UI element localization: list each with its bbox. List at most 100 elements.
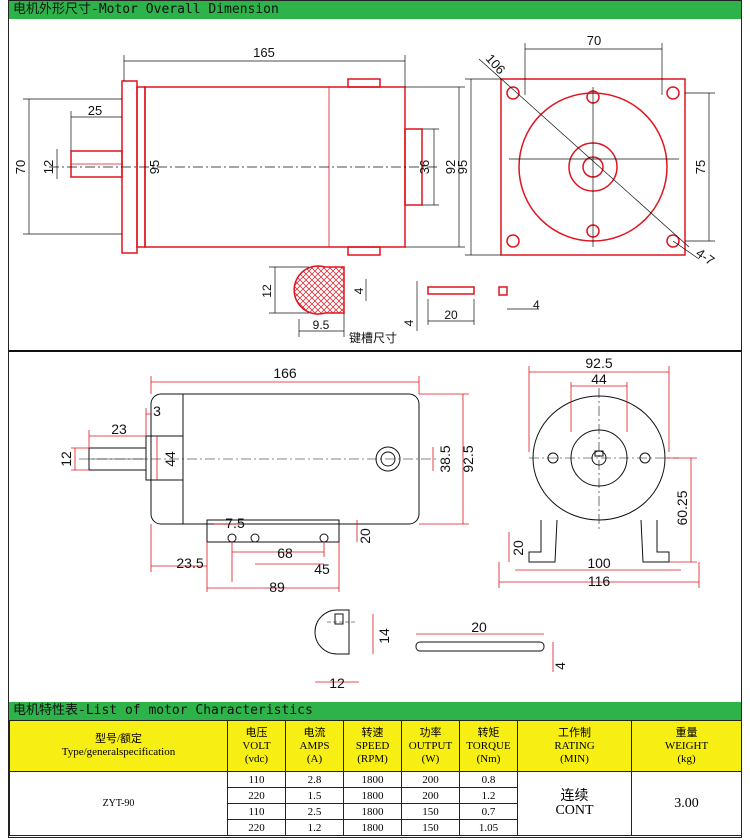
keyway-section-red bbox=[293, 265, 508, 315]
weight-cell: 3.00 bbox=[631, 771, 742, 836]
dim-keyway-4: 4 bbox=[352, 287, 366, 294]
keyway-labels: 12 4 9.5 4 20 4 键槽尺寸 bbox=[260, 284, 540, 345]
dim-3: 3 bbox=[153, 403, 161, 419]
dim-front-dia-92-5: 92.5 bbox=[585, 355, 612, 371]
dim-106: 106 bbox=[483, 51, 509, 77]
dim-key-w-4: 4 bbox=[552, 662, 568, 670]
cell-amps: 2.8 bbox=[285, 771, 344, 788]
dim-keyway-12: 12 bbox=[260, 284, 274, 298]
motor-side-view-black bbox=[79, 393, 439, 543]
front-dim-lines bbox=[465, 43, 715, 260]
table-row: 220 1.5 1800 200 1.2 bbox=[10, 787, 742, 804]
dim-key-4: 4 bbox=[533, 298, 540, 312]
cell-torque: 0.8 bbox=[459, 771, 518, 788]
table-row: 220 1.2 1800 150 1.05 bbox=[10, 819, 742, 836]
dim-36: 36 bbox=[417, 160, 432, 174]
dim-dia-44: 44 bbox=[162, 451, 178, 467]
dimension-title: 电机外形尺寸-Motor Overall Dimension bbox=[13, 2, 279, 17]
header-weight: 重量 WEIGHT (kg) bbox=[631, 720, 742, 772]
characteristics-title: 电机特性表-List of motor Characteristics bbox=[13, 703, 313, 718]
section-divider bbox=[9, 350, 741, 352]
dim-dia-12: 12 bbox=[58, 451, 74, 467]
key-labels-black: 14 12 20 4 bbox=[329, 619, 568, 691]
dimension-title-bar: 电机外形尺寸-Motor Overall Dimension bbox=[9, 1, 741, 19]
dim-75: 75 bbox=[693, 160, 708, 174]
dim-20-side: 20 bbox=[357, 528, 373, 544]
dim-165: 165 bbox=[253, 45, 275, 60]
header-rating: 工作制 RATING (MIN) bbox=[517, 720, 632, 772]
bottom-dimension-drawing: 166 3 23 12 44 38.5 92.5 20 7.5 68 45 23… bbox=[58, 355, 700, 691]
top-dimension-drawing: 165 25 70 12 95 36 92 70 106 95 75 4-7 bbox=[13, 33, 717, 345]
dim-9-5: 9.5 bbox=[313, 318, 330, 332]
motor-front-view-black bbox=[528, 388, 679, 563]
cell-speed: 1800 bbox=[343, 819, 402, 836]
header-speed: 转速 SPEED (RPM) bbox=[343, 720, 402, 772]
dim-45: 45 bbox=[314, 561, 330, 577]
side-dim-labels-black: 166 3 23 12 44 38.5 92.5 20 7.5 68 45 23… bbox=[58, 365, 476, 595]
keyway-dim-lines bbox=[269, 266, 539, 337]
cell-speed: 1800 bbox=[343, 771, 402, 788]
characteristics-table: 型号/额定 Type/generalspecification 电压 VOLT … bbox=[9, 720, 742, 836]
cell-volt: 110 bbox=[227, 803, 286, 820]
cell-output: 150 bbox=[401, 819, 460, 836]
table-header-row: 型号/额定 Type/generalspecification 电压 VOLT … bbox=[9, 720, 742, 772]
dim-key-dia-12: 12 bbox=[329, 675, 345, 691]
dim-4-7: 4-7 bbox=[693, 245, 717, 268]
front-dim-lines-red bbox=[498, 366, 700, 588]
front-dim-labels-black: 92.5 44 60.25 20 100 116 bbox=[510, 355, 690, 589]
header-torque: 转矩 TORQUE (Nm) bbox=[459, 720, 518, 772]
dim-166: 166 bbox=[273, 365, 297, 381]
dim-60-25: 60.25 bbox=[674, 490, 690, 525]
dim-dia-38-5: 38.5 bbox=[437, 445, 453, 472]
cell-amps: 1.2 bbox=[285, 819, 344, 836]
cell-speed: 1800 bbox=[343, 787, 402, 804]
cell-speed: 1800 bbox=[343, 803, 402, 820]
dim-key-4-vertical: 4 bbox=[402, 319, 416, 326]
characteristics-title-bar: 电机特性表-List of motor Characteristics bbox=[9, 702, 741, 720]
dim-95-body: 95 bbox=[147, 160, 162, 174]
cell-torque: 1.05 bbox=[459, 819, 518, 836]
cell-amps: 2.5 bbox=[285, 803, 344, 820]
side-dim-labels: 165 25 70 12 95 36 92 bbox=[13, 45, 458, 174]
dim-12: 12 bbox=[41, 160, 56, 174]
key-dim-lines-red bbox=[315, 614, 554, 683]
dim-20-front: 20 bbox=[510, 540, 526, 556]
cell-volt: 110 bbox=[227, 771, 286, 788]
model-cell: ZYT-90 bbox=[9, 771, 228, 836]
header-output: 功率 OUTPUT (W) bbox=[401, 720, 460, 772]
dim-dia-92-5: 92.5 bbox=[460, 445, 476, 472]
header-type: 型号/额定 Type/generalspecification bbox=[9, 720, 228, 772]
dim-89: 89 bbox=[269, 579, 285, 595]
dim-key-20: 20 bbox=[444, 308, 458, 322]
dim-key-len-20: 20 bbox=[471, 619, 487, 635]
dim-front-44: 44 bbox=[591, 371, 607, 387]
dim-100: 100 bbox=[587, 555, 611, 571]
dim-key-14: 14 bbox=[376, 628, 392, 644]
keyway-caption: 键槽尺寸 bbox=[349, 331, 397, 345]
cell-torque: 1.2 bbox=[459, 787, 518, 804]
dim-70-front: 70 bbox=[587, 33, 601, 48]
dim-68: 68 bbox=[277, 545, 293, 561]
side-dim-lines bbox=[23, 55, 465, 248]
dim-116: 116 bbox=[588, 573, 611, 589]
table-row: ZYT-90 110 2.8 1800 200 0.8 连续 CONT 3.00 bbox=[9, 771, 742, 836]
front-dim-labels: 70 106 95 75 4-7 bbox=[455, 33, 717, 268]
shaft-key-section-black bbox=[314, 609, 545, 655]
header-volt: 电压 VOLT (vdc) bbox=[227, 720, 286, 772]
cell-amps: 1.5 bbox=[285, 787, 344, 804]
cell-output: 150 bbox=[401, 803, 460, 820]
dim-23: 23 bbox=[111, 421, 127, 437]
page-frame bbox=[8, 0, 742, 838]
dim-7-5: 7.5 bbox=[225, 515, 245, 531]
rating-cell: 连续 CONT bbox=[517, 771, 632, 836]
dim-23-5: 23.5 bbox=[176, 555, 203, 571]
dim-92: 92 bbox=[443, 160, 458, 174]
dim-70: 70 bbox=[13, 160, 28, 174]
side-dim-lines-red bbox=[71, 376, 469, 592]
dim-25: 25 bbox=[88, 103, 102, 118]
dim-95-front: 95 bbox=[455, 160, 470, 174]
cell-output: 200 bbox=[401, 787, 460, 804]
cell-volt: 220 bbox=[227, 787, 286, 804]
cell-torque: 0.7 bbox=[459, 803, 518, 820]
cell-volt: 220 bbox=[227, 819, 286, 836]
